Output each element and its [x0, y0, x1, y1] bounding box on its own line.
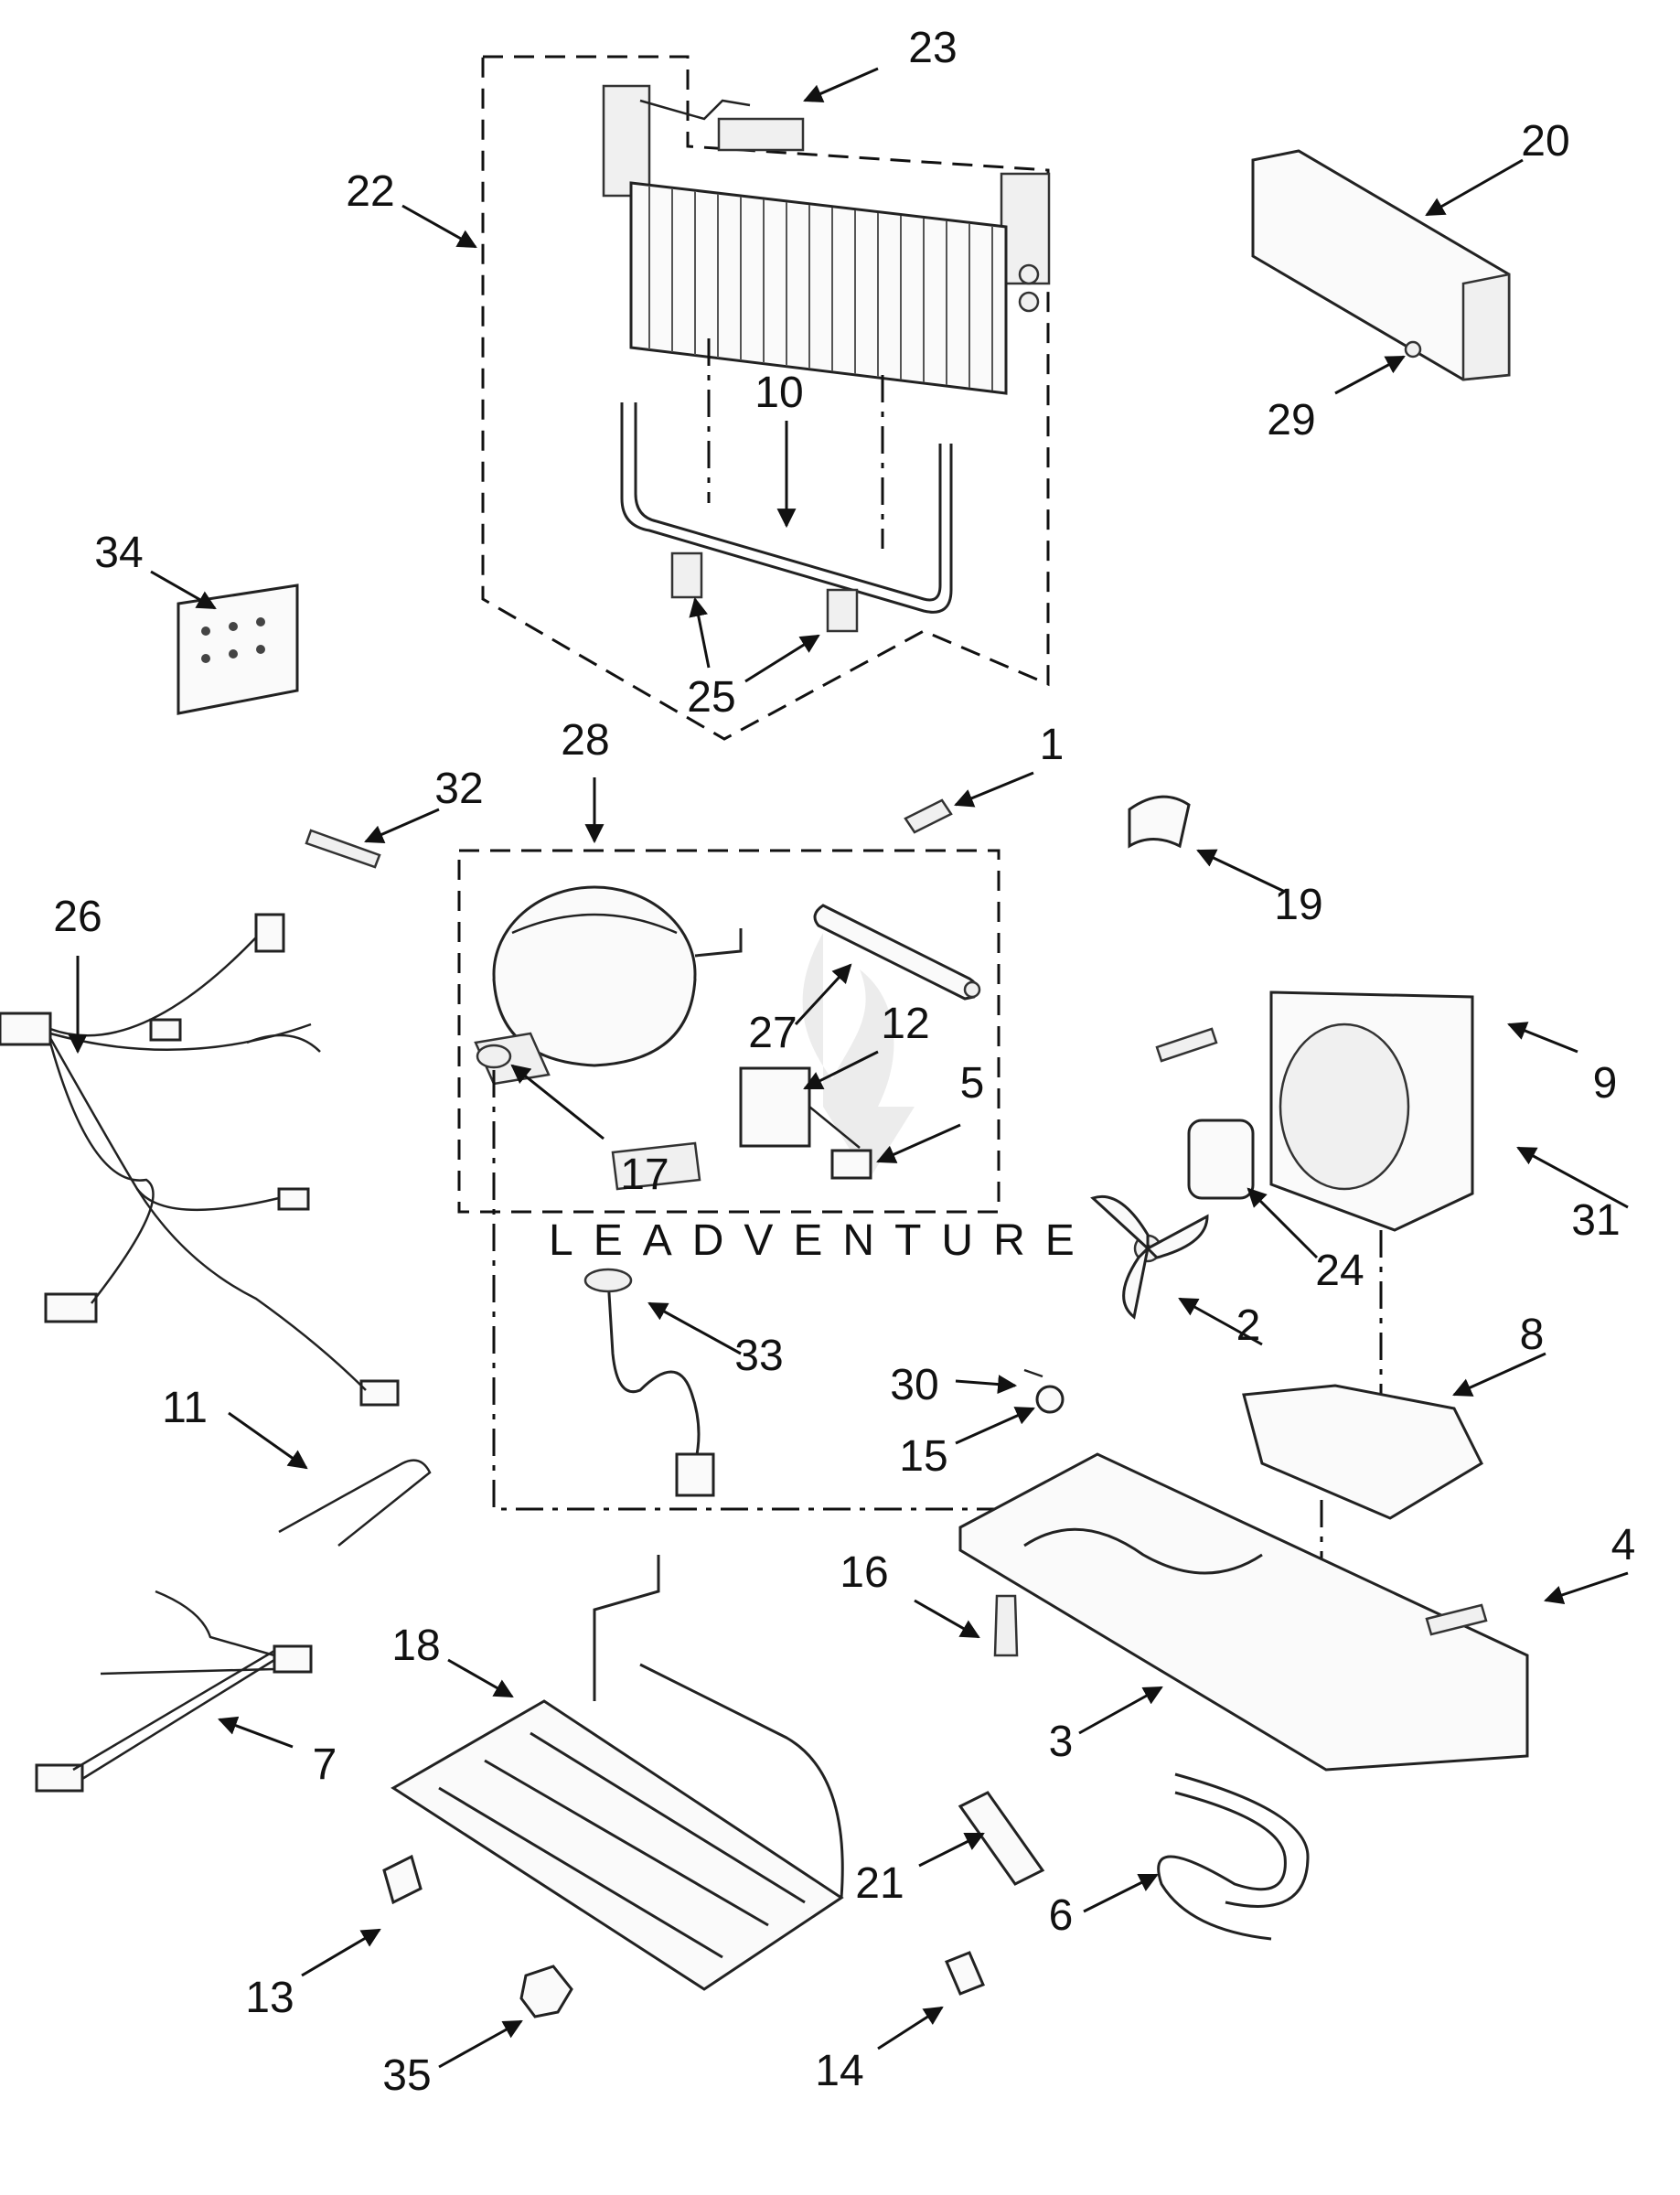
part-20-cover-side — [1461, 273, 1511, 381]
part-32-strap — [305, 829, 381, 869]
evaporator-core — [629, 181, 1008, 395]
part-17-grommet — [476, 1044, 512, 1069]
callout-35: 35 — [382, 2051, 431, 2100]
callout-27: 27 — [748, 1009, 797, 1057]
callout-7: 7 — [313, 1740, 337, 1789]
callout-33: 33 — [734, 1332, 783, 1380]
part-6-hose-inner — [1174, 1772, 1310, 1908]
callout-31: 31 — [1571, 1196, 1620, 1245]
compressor-assembly-boundary — [457, 849, 1001, 1214]
callout-9: 9 — [1593, 1059, 1618, 1108]
callout-3: 3 — [1049, 1718, 1074, 1766]
callout-11: 11 — [162, 1384, 208, 1432]
callout-4: 4 — [1611, 1521, 1636, 1569]
part-7-harness — [35, 1590, 313, 1793]
part-3-base-channel — [1023, 1527, 1263, 1575]
leader-lines — [68, 67, 1629, 2069]
callout-32: 32 — [434, 765, 483, 813]
callout-2: 2 — [1236, 1301, 1261, 1350]
part-4-screw — [1425, 1603, 1488, 1636]
callout-25: 25 — [687, 673, 735, 722]
callout-20: 20 — [1521, 117, 1569, 166]
part-2-fan-blade — [1090, 1194, 1209, 1320]
callout-13: 13 — [245, 1974, 294, 2022]
part-9-screw — [1155, 1027, 1218, 1063]
evaporator — [602, 84, 1051, 395]
callout-10: 10 — [754, 369, 803, 417]
evaporator-sensor-wire — [639, 99, 751, 121]
callout-1: 1 — [1040, 721, 1065, 769]
callout-6: 6 — [1049, 1891, 1074, 1940]
callout-16: 16 — [840, 1548, 888, 1597]
callout-12: 12 — [881, 1000, 929, 1048]
part-27-drier — [813, 904, 979, 1001]
callout-15: 15 — [899, 1432, 947, 1481]
relay-wire — [808, 1106, 861, 1149]
compressor — [474, 885, 743, 1191]
callout-23: 23 — [908, 24, 957, 72]
part-3-base-pan — [958, 1452, 1529, 1772]
callout-30: 30 — [890, 1361, 938, 1409]
defrost-heater — [620, 338, 953, 633]
part-35-fastener — [519, 1965, 573, 2018]
callout-21: 21 — [855, 1859, 904, 1908]
compressor-foot-right — [611, 1141, 701, 1191]
part-19-clip — [1128, 795, 1191, 849]
part-16-screw — [993, 1594, 1019, 1657]
part-12-relay — [739, 1066, 811, 1148]
part-31-fan-shroud-opening — [1279, 1023, 1410, 1191]
part-34-board — [177, 584, 299, 715]
callout-18: 18 — [391, 1622, 440, 1670]
part-14-coupling — [945, 1951, 985, 1996]
evaporator-fins — [648, 186, 993, 391]
callout-29: 29 — [1267, 396, 1315, 444]
part-27-drier-tip — [963, 980, 981, 999]
drain-guide-line — [492, 1070, 1088, 1511]
evaporator-fitting-2 — [1018, 291, 1040, 313]
evaporator-fitting — [1018, 263, 1040, 285]
heater-clip-left — [670, 551, 703, 599]
watermark-text: LEADVENTURE — [549, 1216, 1095, 1265]
part-33-drain-tube — [606, 1278, 701, 1464]
callout-22: 22 — [346, 167, 394, 216]
evaporator-left-bracket — [602, 84, 651, 198]
part-34-board-pins — [201, 617, 265, 663]
part-18-condenser — [391, 1555, 844, 1991]
callout-24: 24 — [1315, 1247, 1364, 1295]
watermark-logo — [802, 933, 915, 1180]
evaporator-assembly-boundary — [481, 55, 1050, 741]
part-21-tube — [958, 1791, 1045, 1886]
part-8-bracket — [1242, 1384, 1483, 1520]
callout-19: 19 — [1274, 881, 1322, 929]
callout-14: 14 — [815, 2047, 863, 2095]
part-1-screw — [904, 798, 953, 834]
part-33-drain-connector — [675, 1452, 715, 1497]
part-15-grommet — [1035, 1385, 1065, 1414]
part-29-screw — [1404, 340, 1422, 359]
compressor-body — [492, 978, 697, 1067]
part-23-tag — [717, 117, 805, 152]
callout-labels: 1 2 3 4 5 6 7 8 9 10 11 12 13 14 15 16 1… — [53, 24, 1635, 2100]
part-13-clip — [382, 1854, 423, 1905]
compressor-process-tube — [694, 928, 743, 958]
compressor-seam — [511, 913, 678, 935]
callout-5: 5 — [960, 1059, 985, 1108]
part-5-overload-cap — [830, 1149, 872, 1180]
part-33-drain-flange — [583, 1268, 633, 1293]
part-26-wire-harness — [0, 913, 400, 1407]
callout-28: 28 — [561, 716, 609, 765]
part-30-pin — [1023, 1368, 1043, 1378]
callout-34: 34 — [94, 529, 143, 577]
part-24-fan-motor — [1187, 1119, 1255, 1200]
callout-26: 26 — [53, 893, 102, 941]
heater-clip-right — [826, 588, 859, 633]
callout-17: 17 — [620, 1151, 669, 1199]
part-6-hose — [1157, 1791, 1287, 1941]
callout-8: 8 — [1520, 1311, 1545, 1359]
part-11-wire — [278, 1459, 432, 1547]
